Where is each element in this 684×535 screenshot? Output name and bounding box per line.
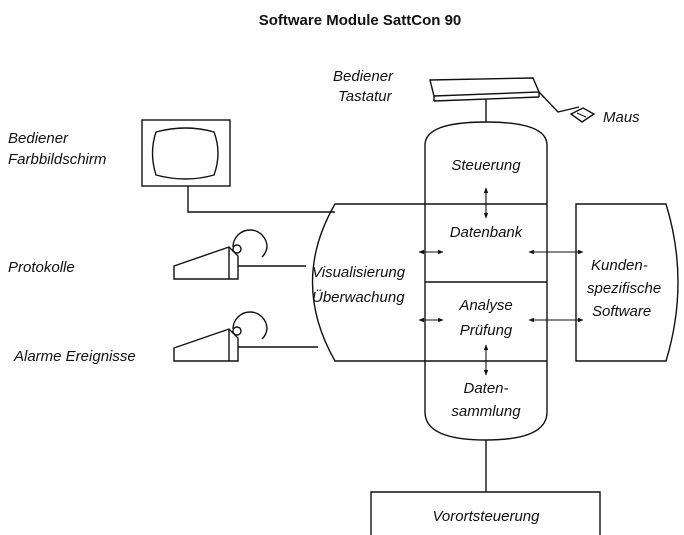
printer-icon-alarme <box>173 311 318 362</box>
diagram-title: Software Module SattCon 90 <box>259 12 462 29</box>
kunden-software-module-shape <box>575 203 679 362</box>
visualisierung-module-shape <box>311 203 425 362</box>
kunden-label-3: Software <box>592 303 651 320</box>
steuerung-label: Steuerung <box>451 157 521 174</box>
farbbildschirm-label: Farbbildschirm <box>8 151 106 168</box>
datenbank-label: Datenbank <box>450 224 524 241</box>
monitor-icon <box>141 119 335 213</box>
tastatur-label: Tastatur <box>338 88 393 105</box>
bediener-label: Bediener <box>333 68 394 85</box>
analyse-label: Analyse <box>458 297 512 314</box>
ueberwachung-label: Überwachung <box>312 288 405 306</box>
flow-arrows <box>418 187 584 376</box>
pruefung-label: Prüfung <box>460 322 513 339</box>
protokolle-label: Protokolle <box>8 259 75 276</box>
kunden-label-1: Kunden- <box>591 257 648 274</box>
vorortsteuerung-box <box>370 491 601 535</box>
mouse-icon <box>538 91 596 123</box>
bediener-monitor-label: Bediener <box>8 130 69 147</box>
visualisierung-label: Visualisierung <box>312 264 406 281</box>
printer-icon-protokolle <box>173 229 306 280</box>
datensammlung-label-1: Daten- <box>463 380 508 397</box>
alarme-ereignisse-label: Alarme Ereignisse <box>13 348 136 365</box>
datensammlung-label-2: sammlung <box>451 403 521 420</box>
kunden-label-2: spezifische <box>587 280 661 297</box>
keyboard-icon <box>429 77 541 122</box>
vorortsteuerung-label: Vorortsteuerung <box>432 508 540 525</box>
maus-label: Maus <box>603 109 640 126</box>
